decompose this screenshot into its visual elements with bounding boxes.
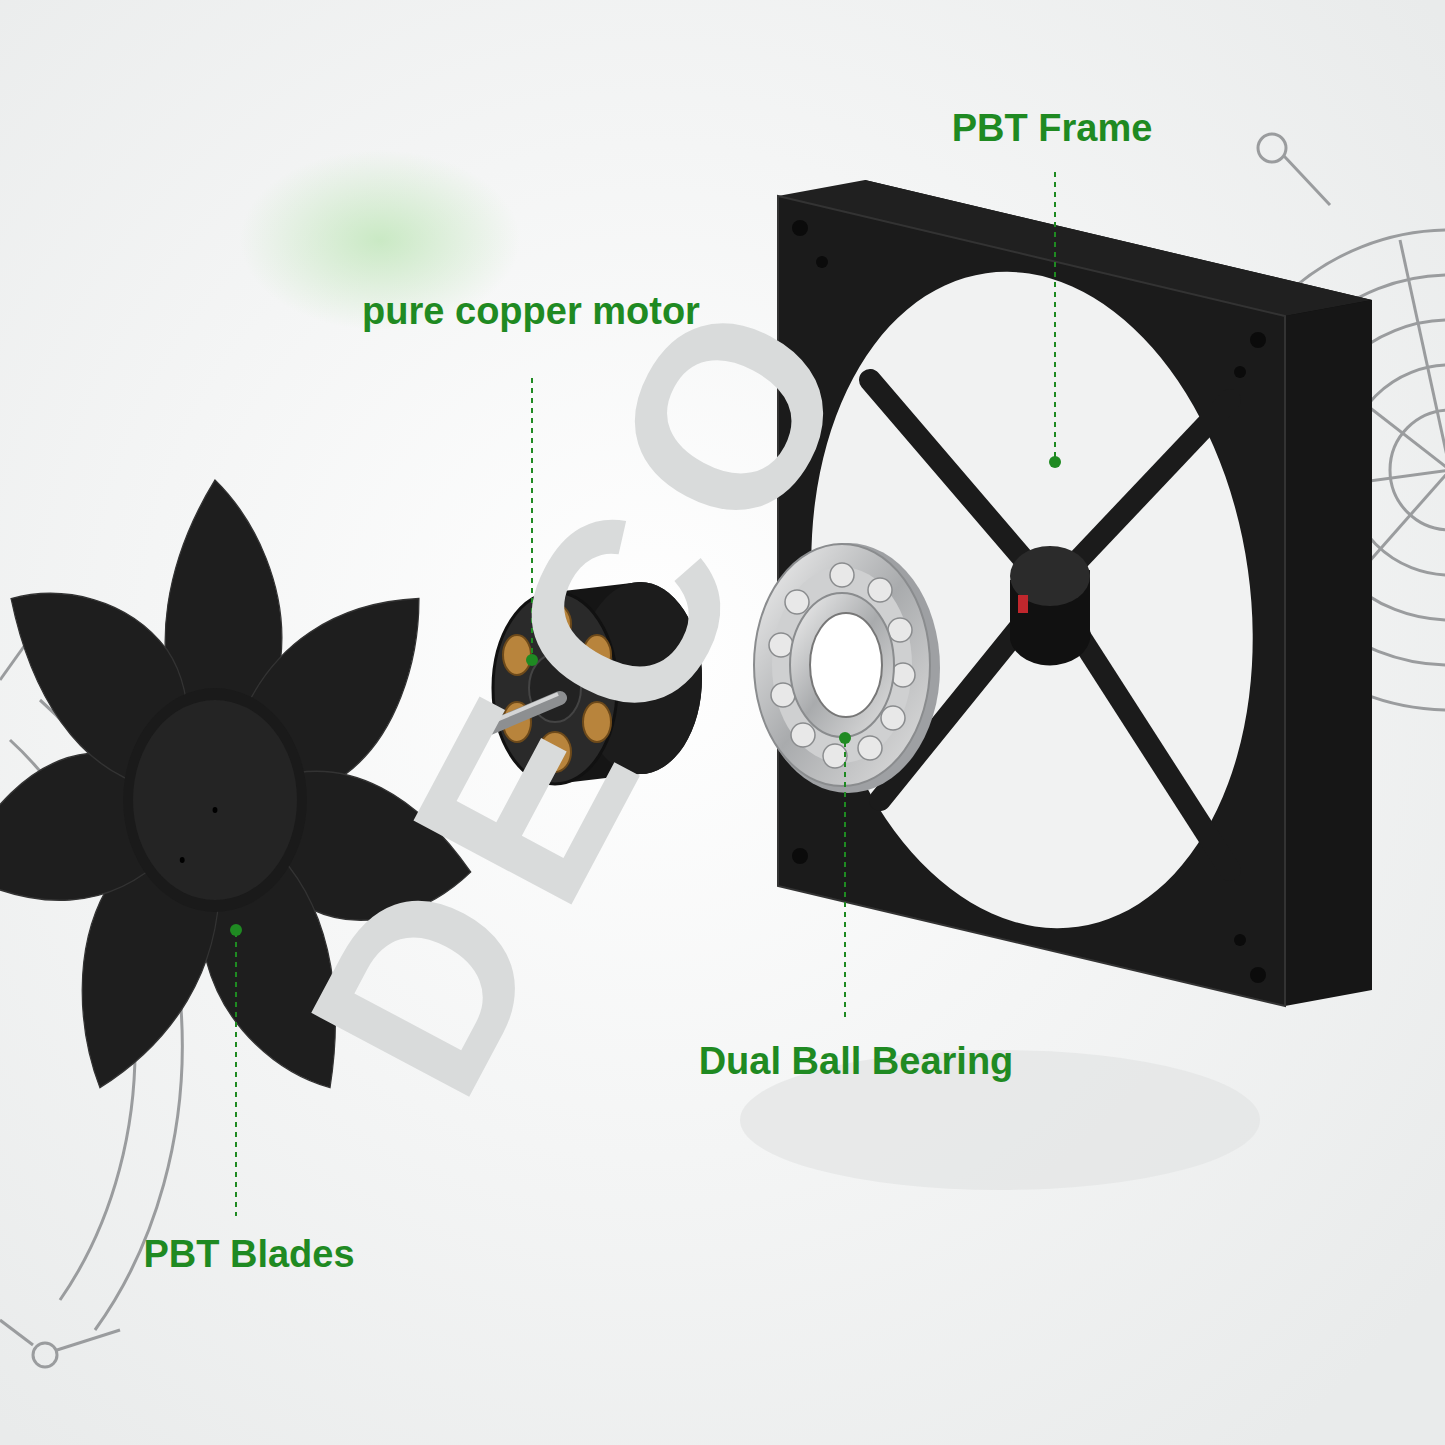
part-label: Dual Ball Bearing [699,1040,1014,1083]
part-label: PBT Blades [143,1233,354,1276]
part-label: PBT Frame [952,107,1153,150]
part-label: pure copper motor [362,290,700,333]
leader-lines [236,172,1055,1216]
fan-frame [770,180,1372,1006]
